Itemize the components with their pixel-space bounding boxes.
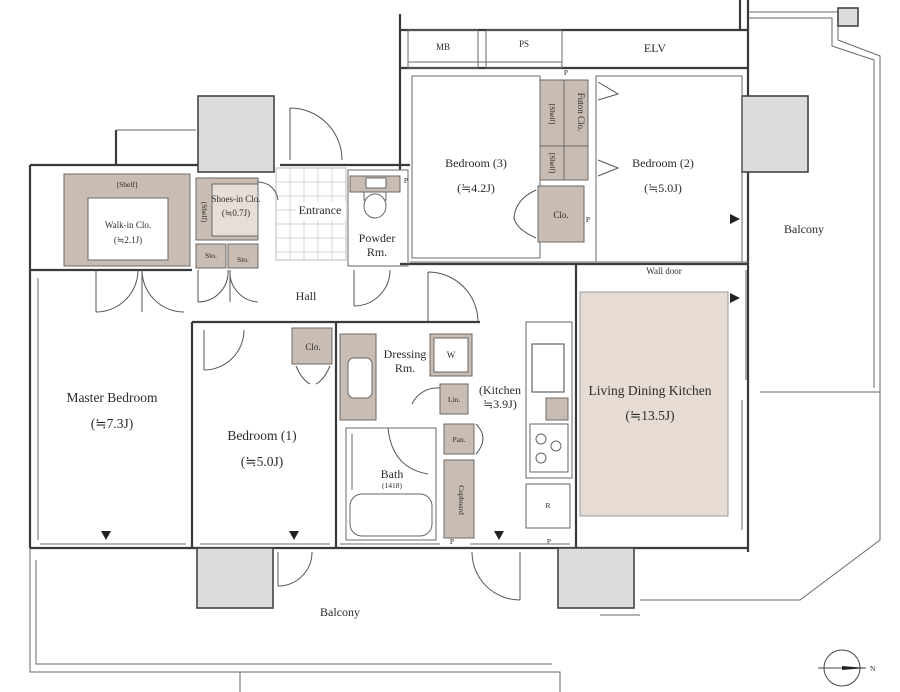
pipe-label-mid: P <box>586 215 590 224</box>
powder-room <box>347 169 409 267</box>
bedroom1-size: (≒5.0J) <box>241 454 283 469</box>
utility-shafts <box>407 29 563 69</box>
linen-label: Lin. <box>448 395 460 404</box>
bedroom1-closet-label: Clo. <box>305 342 320 352</box>
ldk-size: (≒13.5J) <box>625 408 674 423</box>
master-bedroom-walls <box>37 278 194 548</box>
shoes-closet-label: Shoes-in Clo. <box>211 194 260 204</box>
cupboard-label: Cupboard <box>457 485 466 515</box>
kitchen-storage <box>443 423 484 539</box>
balcony-bottom-outline <box>29 548 640 692</box>
shelf-label-b: [Shelf] <box>548 104 557 125</box>
pillar-right <box>741 95 809 173</box>
shoes-closet-door <box>257 181 279 201</box>
kitchen-size: ≒3.9J) <box>483 397 517 411</box>
dressing-room <box>339 333 473 421</box>
kitchen-label: (Kitchen <box>479 383 521 397</box>
pillar-top-left <box>197 95 275 173</box>
window-arrow-4 <box>289 531 299 540</box>
bedroom1-label: Bedroom (1) <box>227 428 296 443</box>
balcony-door-left <box>277 551 313 587</box>
washer-label: W <box>447 350 456 360</box>
hall-label: Hall <box>296 289 317 303</box>
bath-label: Bath <box>381 467 404 481</box>
balcony-door-right <box>471 551 521 601</box>
shelf-vertical-label: (Shelf) <box>200 202 209 223</box>
bedroom3-size: (≒4.2J) <box>457 181 495 195</box>
bedroom2-label: Bedroom (2) <box>632 156 694 170</box>
futon-closet-label: Futon Clo. <box>576 93 586 132</box>
bedroom2-size: (≒5.0J) <box>644 181 682 195</box>
bedroom3-label: Bedroom (3) <box>445 156 507 170</box>
pillar-bottom-left <box>196 547 274 609</box>
window-arrow-5 <box>494 531 504 540</box>
compass-icon <box>818 649 866 687</box>
powder-room-label-2: Rm. <box>367 245 387 259</box>
pipe-label-top: P <box>564 68 568 77</box>
entrance-label-bg <box>296 202 346 220</box>
window-arrow-3 <box>101 531 111 540</box>
storage-label-1: Sto. <box>205 251 217 260</box>
closet-doors <box>513 81 620 239</box>
ldk-floor <box>579 291 729 517</box>
refrigerator-label: R <box>545 501 550 510</box>
walkin-label: Walk-in Clo. <box>105 220 151 230</box>
pipe-label-powder: P <box>404 176 408 185</box>
pillar-bottom-right <box>557 547 635 609</box>
bath-size: (1418) <box>382 481 402 490</box>
walkin-size: (≒2.1J) <box>114 235 142 245</box>
ldk-label: Living Dining Kitchen <box>589 383 712 398</box>
pantry-label: Pan. <box>452 435 465 444</box>
dressing-door <box>411 387 441 405</box>
master-bedroom-size: (≒7.3J) <box>91 416 133 431</box>
futon-closet <box>539 79 589 181</box>
shoes-closet-size: (≒0.7J) <box>222 208 250 218</box>
balcony-right-outline <box>640 11 881 601</box>
walkin-closet <box>63 173 191 267</box>
kitchen-counter <box>525 321 573 529</box>
entrance-door <box>289 107 343 161</box>
pipe-label-kitchen: P <box>547 537 551 546</box>
pipe-label-bath: P <box>450 537 454 546</box>
upper-bedrooms-walls <box>400 75 748 266</box>
entrance-label: Entrance <box>299 203 342 217</box>
balcony-corner-post <box>837 7 859 27</box>
hall-doors <box>95 269 479 323</box>
window-arrow-2 <box>730 293 740 303</box>
shelf-label-c: [Shelf] <box>548 153 557 174</box>
entrance-tiles <box>275 167 347 261</box>
balcony-bottom-label: Balcony <box>320 605 360 619</box>
powder-room-label: Powder <box>359 231 396 245</box>
storage-label-2: Sto. <box>237 255 249 264</box>
balcony-right-label: Balcony <box>784 222 824 236</box>
bath-room <box>345 427 437 541</box>
window-arrow-1 <box>730 214 740 224</box>
dressing-room-label: Dressing <box>384 347 427 361</box>
bedroom1-walls <box>203 322 338 548</box>
bedroom3-closet-label: Clo. <box>553 210 568 220</box>
bedroom3-closet <box>537 185 585 243</box>
elv-label: ELV <box>644 41 667 55</box>
shelf-label-a: [Shelf] <box>117 180 138 189</box>
master-bedroom-label: Master Bedroom <box>66 390 158 405</box>
ps-label: PS <box>519 39 529 49</box>
compass-north-label: N <box>870 664 876 673</box>
shoes-closet <box>195 177 259 269</box>
mb-label: MB <box>436 42 450 52</box>
dressing-room-label-2: Rm. <box>395 361 415 375</box>
wall-door-label: Wall door <box>646 266 682 276</box>
right-windows <box>741 180 747 530</box>
